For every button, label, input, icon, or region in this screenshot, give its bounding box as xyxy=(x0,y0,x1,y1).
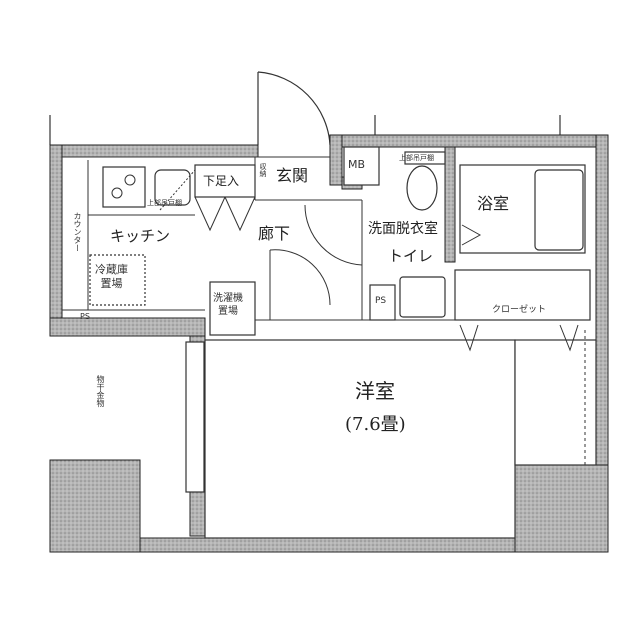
stove xyxy=(102,166,146,208)
label-ps-kitchen: PS xyxy=(80,312,90,321)
label-fridge-space: 冷蔵庫 置場 xyxy=(95,263,128,290)
washer-space-box xyxy=(209,281,256,336)
label-shoe-storage-small: 収納 xyxy=(259,163,267,177)
hall-door-swing xyxy=(269,249,331,306)
label-ps-toilet: PS xyxy=(375,296,387,306)
label-counter: カウンター xyxy=(73,212,82,252)
mb-box xyxy=(343,146,380,186)
sliding-window xyxy=(185,341,205,493)
room-label-washroom: 洗面脱衣室 xyxy=(368,221,438,237)
label-washer-space: 洗濯機 置場 xyxy=(213,293,243,317)
room-label-kitchen: キッチン xyxy=(110,227,171,245)
room-label-shoe-cabinet: 下足入 xyxy=(203,174,240,188)
room-label-toilet: トイレ xyxy=(388,247,434,265)
washbasin xyxy=(399,276,446,318)
room-label-hallway: 廊下 xyxy=(258,224,291,243)
shoe-cabinet xyxy=(194,164,256,198)
room-label-western-room: 洋室 xyxy=(355,379,395,403)
label-drying-hardware: 物干金物 xyxy=(96,375,105,407)
label-upper-cabinet-kitchen: 上部吊戸棚 xyxy=(147,199,182,207)
toilet-bowl xyxy=(406,165,438,211)
western-room-floor xyxy=(204,339,516,539)
room-label-entrance: 玄関 xyxy=(276,166,309,185)
shoe-cabinet-doors xyxy=(194,196,256,232)
label-upper-cabinet-toilet: 上部吊戸棚 xyxy=(399,154,434,162)
label-closet: クローゼット xyxy=(492,305,547,315)
ps-box-toilet xyxy=(369,284,396,321)
walls xyxy=(49,134,609,553)
room-label-western-room-size: (7.6畳) xyxy=(345,414,406,435)
sink xyxy=(154,169,191,206)
entrance-door-swing xyxy=(257,71,331,146)
label-mb: MB xyxy=(348,158,366,171)
closet-box xyxy=(454,269,591,321)
room-label-bathroom: 浴室 xyxy=(477,194,510,213)
fridge-space-box xyxy=(89,254,146,306)
washroom-door-swing xyxy=(304,204,363,266)
